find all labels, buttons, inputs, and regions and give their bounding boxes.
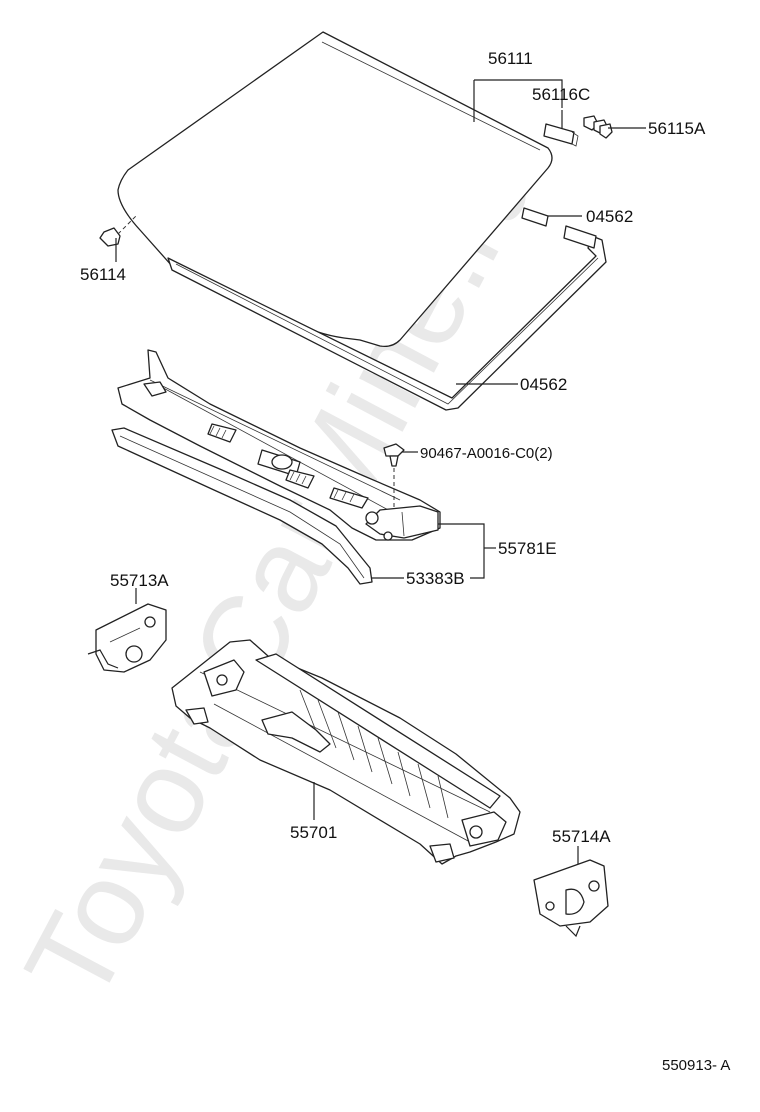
- side-spacer: [99, 215, 137, 247]
- label-glass-stopper: 56116C: [532, 85, 590, 104]
- right-bracket: [533, 859, 609, 938]
- label-clip-screw: 90467-A0016-C0(2): [420, 445, 553, 462]
- label-windshield: 56111: [488, 49, 533, 68]
- label-spacer-side: 56114: [80, 265, 126, 284]
- label-dam-lower: 04562: [520, 375, 567, 394]
- leader-lines: [115, 79, 646, 864]
- label-cowl-louver: 55781E: [498, 539, 557, 558]
- callout-labels: 56111 56116C 56115A 04562 56114 04562 90…: [80, 49, 706, 846]
- label-cowl-panel: 55701: [290, 823, 337, 842]
- label-bracket-left: 55713A: [110, 571, 169, 590]
- label-bracket-right: 55714A: [552, 827, 611, 846]
- upper-clips: [583, 115, 613, 139]
- dam-upper-piece: [521, 207, 549, 227]
- diagram-code: 550913- A: [662, 1057, 730, 1074]
- cowl-panel: [171, 639, 521, 865]
- windshield-glass: [117, 31, 553, 348]
- windshield-dam-lower: [167, 225, 607, 411]
- glass-stopper: [543, 123, 579, 147]
- clip-screw: [383, 443, 405, 510]
- label-cowl-seal: 53383B: [406, 569, 465, 588]
- cowl-seal: [111, 427, 373, 585]
- left-bracket: [87, 603, 167, 673]
- label-clip-upper: 56115A: [648, 119, 706, 138]
- label-dam-upper: 04562: [586, 207, 633, 226]
- cowl-louver: [117, 349, 441, 541]
